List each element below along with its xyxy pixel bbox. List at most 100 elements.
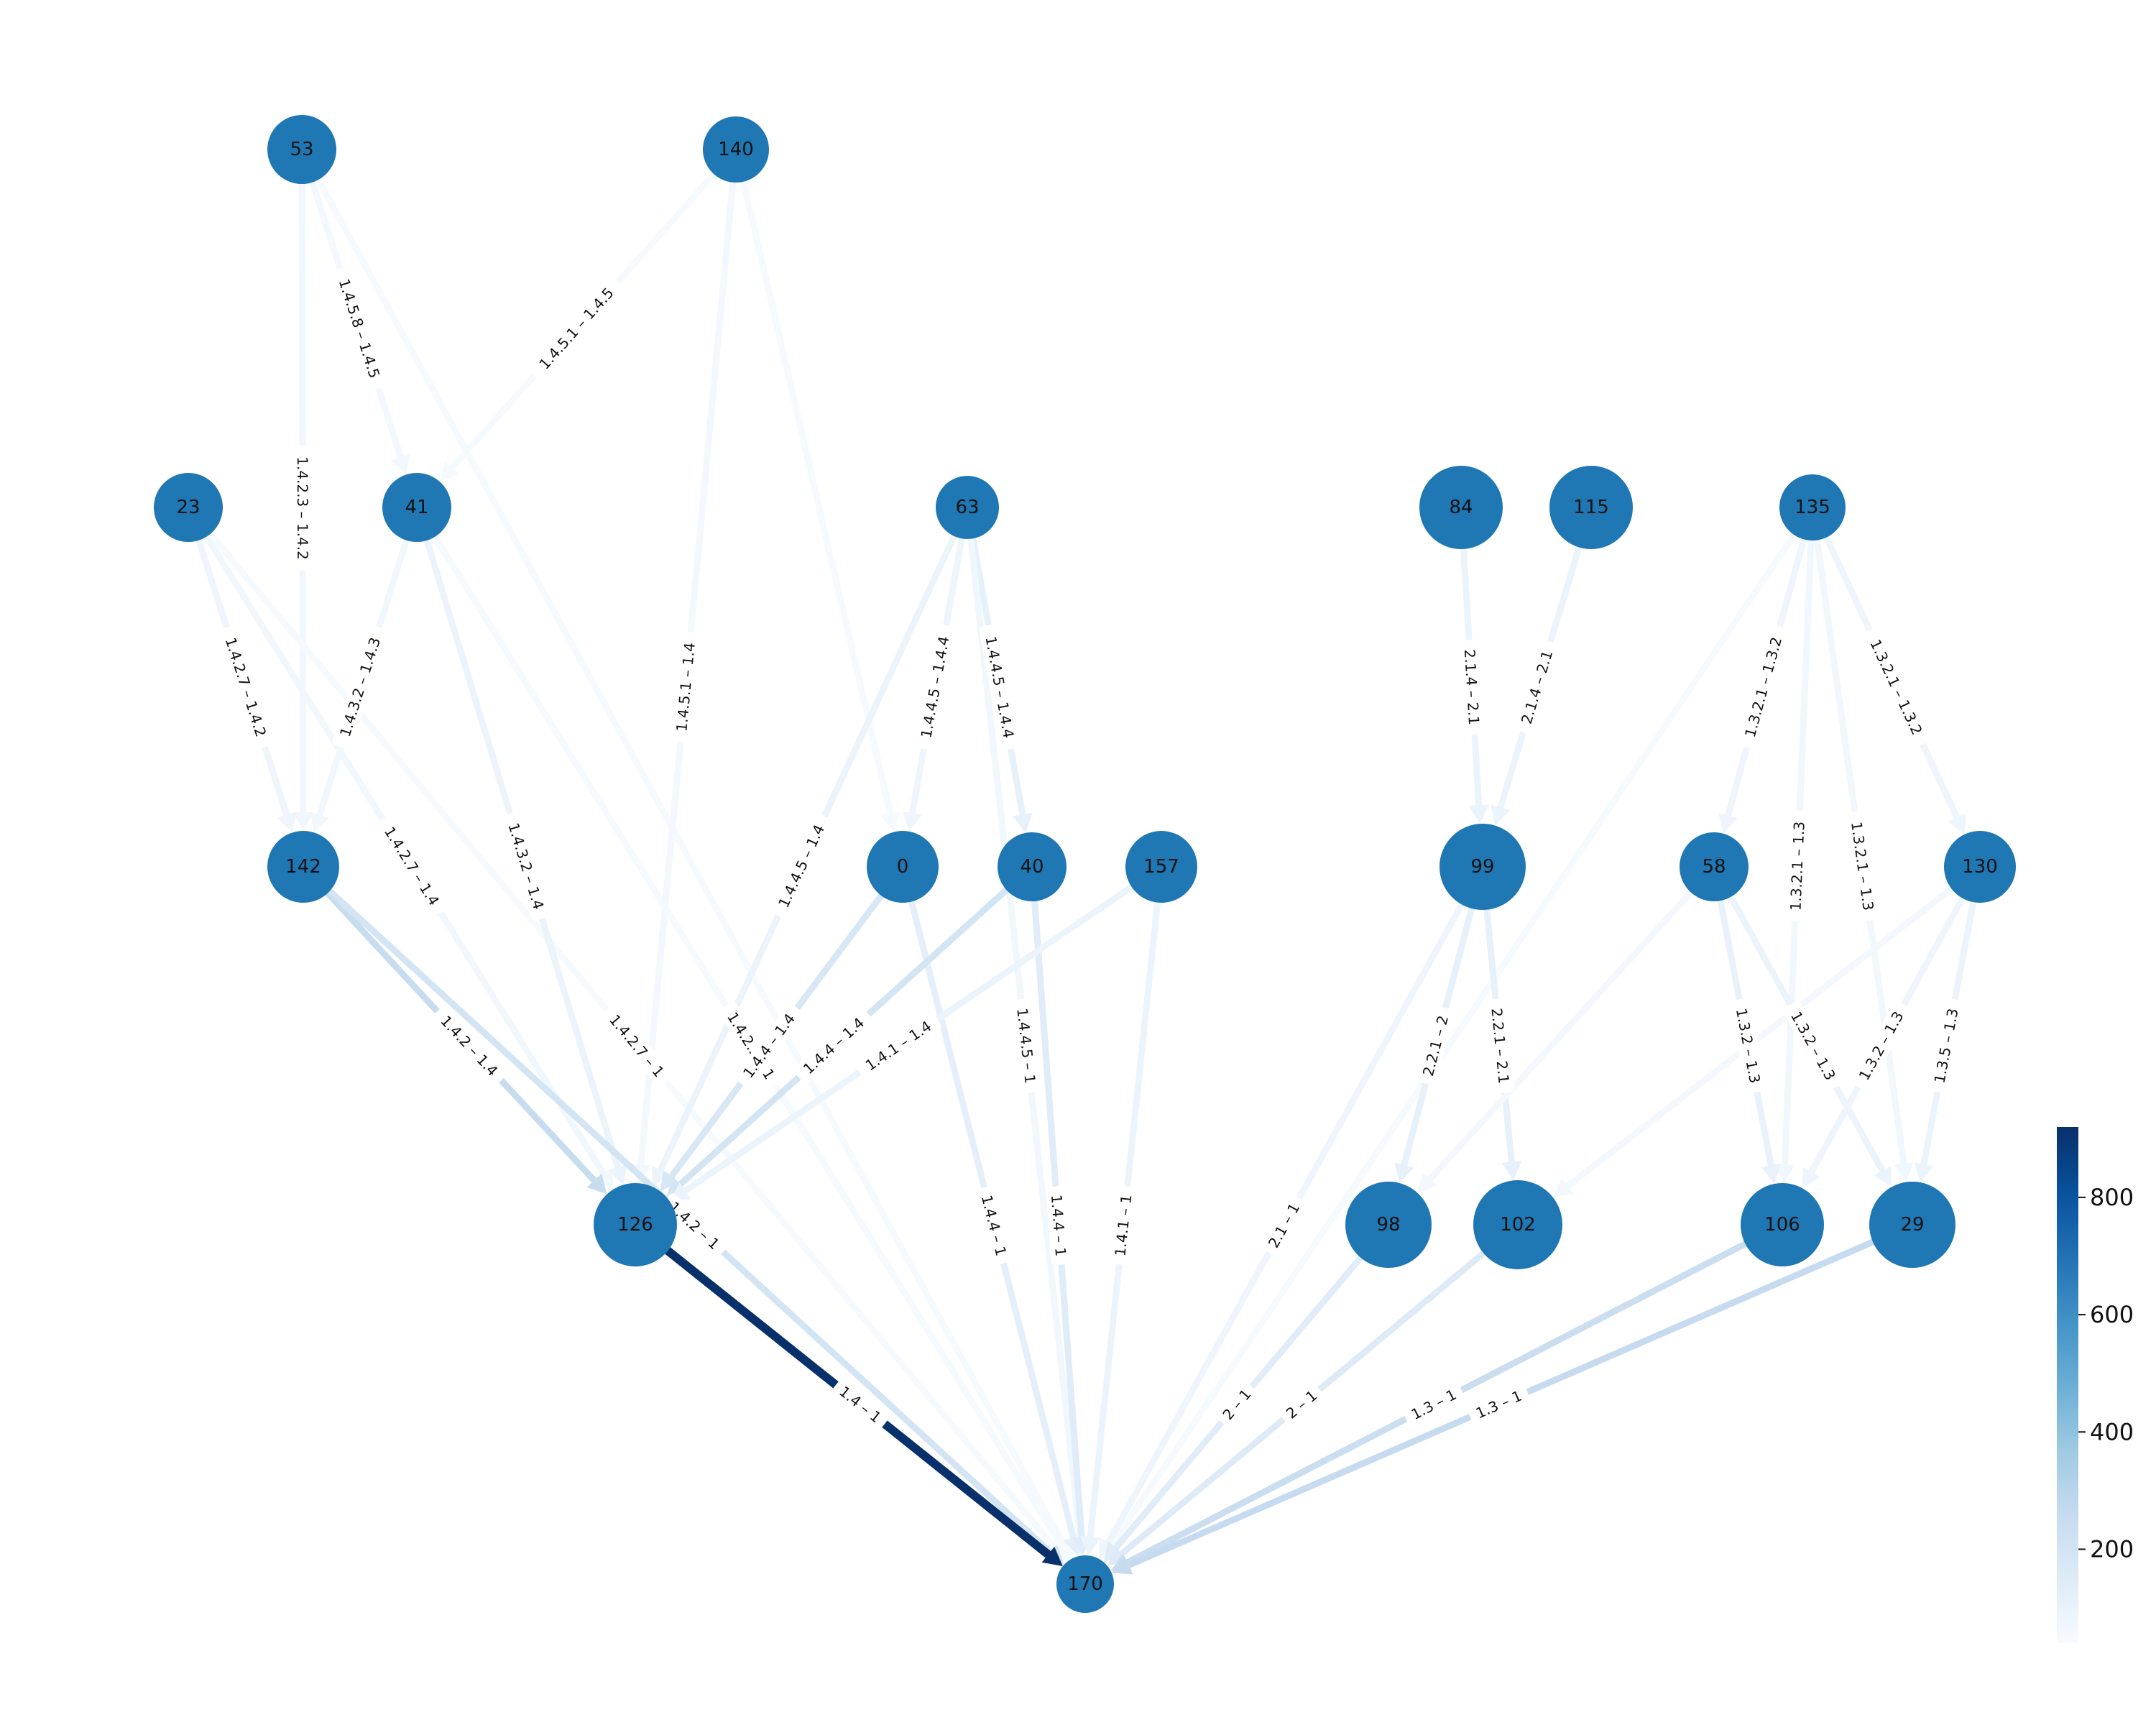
edge-label-background bbox=[331, 266, 387, 391]
edge-label-text: 2.1.4 – 2.1 bbox=[1518, 648, 1556, 726]
node-label: 53 bbox=[290, 139, 313, 160]
edge-arrowhead-135-106 bbox=[1774, 1164, 1795, 1184]
edge-label-background bbox=[1785, 811, 1810, 921]
node-label: 40 bbox=[1020, 856, 1044, 878]
edge-label-background bbox=[600, 1005, 673, 1087]
edge-label-text: 1.4.1 – 1.4 bbox=[862, 1017, 935, 1074]
edge-label-background bbox=[1730, 998, 1766, 1093]
edge-arrowhead-140-0 bbox=[880, 811, 900, 832]
edge-label-63-170: 1.4.4.5 – 1 bbox=[1011, 998, 1041, 1094]
edge-label-135-58: 1.3.2.1 – 1.3.2 bbox=[1738, 625, 1789, 750]
edge-arrowhead-135-58 bbox=[1718, 812, 1738, 834]
edge-label-background bbox=[1467, 1384, 1531, 1425]
edge-arrowhead-126-170 bbox=[1041, 1546, 1063, 1567]
edge-label-99-102: 2.2.1 – 2.1 bbox=[1485, 998, 1515, 1093]
node-29: 29 bbox=[1869, 1182, 1955, 1268]
node-53: 53 bbox=[267, 115, 336, 184]
node-label: 135 bbox=[1795, 497, 1830, 518]
node-label: 106 bbox=[1764, 1214, 1800, 1236]
edge-label-23-170: 1.4.2.7 – 1 bbox=[600, 1005, 673, 1087]
edge-label-background bbox=[332, 625, 388, 750]
edge-arrowhead-29-170 bbox=[1111, 1555, 1133, 1575]
edge-label-text: 1.3 – 1 bbox=[1473, 1387, 1524, 1422]
edge-label-background bbox=[1845, 811, 1880, 921]
edge-label-background bbox=[660, 1193, 729, 1258]
edge-arrowhead-53-41 bbox=[391, 454, 410, 475]
node-circle bbox=[154, 473, 223, 542]
edge-label-background bbox=[979, 624, 1021, 750]
node-40: 40 bbox=[998, 832, 1067, 901]
edge-arrowhead-58-98 bbox=[1417, 1172, 1438, 1193]
edge-arrowhead-63-0 bbox=[902, 811, 923, 832]
edge-label-text: 1.3.2.1 – 1.3.2 bbox=[1866, 637, 1925, 737]
node-circle bbox=[1779, 474, 1846, 540]
edge-label-text: 1.4.4 – 1 bbox=[978, 1193, 1010, 1258]
edge-label-53-41: 1.4.5.8 – 1.4.5 bbox=[331, 266, 387, 391]
node-label: 102 bbox=[1500, 1214, 1536, 1236]
edge-label-text: 1.3.2.1 – 1.3 bbox=[1787, 821, 1807, 911]
edge-arrowhead-58-29 bbox=[1874, 1165, 1892, 1187]
edge-arrowhead-115-99 bbox=[1491, 804, 1511, 826]
edge-label-background bbox=[855, 1012, 941, 1080]
edge-label-53-142: 1.4.2.3 – 1.4.2 bbox=[292, 445, 313, 571]
edge-label-99-170: 2.1 – 1 bbox=[1261, 1195, 1307, 1256]
edge-label-background bbox=[1261, 1195, 1307, 1256]
edge-label-text: 1.3.2 – 1.3 bbox=[1733, 1007, 1764, 1085]
edge-arrowhead-140-41 bbox=[439, 461, 460, 482]
node-label: 170 bbox=[1067, 1573, 1103, 1595]
edge-label-background bbox=[1011, 998, 1041, 1094]
edge-label-135-130: 1.3.2.1 – 1.3.2 bbox=[1861, 627, 1931, 748]
node-84: 84 bbox=[1419, 466, 1503, 549]
node-label: 58 bbox=[1702, 856, 1726, 878]
edge-label-text: 1.3.2 – 1.3 bbox=[1787, 1008, 1839, 1083]
node-label: 140 bbox=[718, 139, 754, 160]
edge-label-background bbox=[1215, 1381, 1258, 1427]
edge-arrowhead-135-29 bbox=[1894, 1162, 1915, 1182]
node-circle bbox=[703, 116, 769, 183]
node-0: 0 bbox=[867, 831, 939, 903]
node-label: 157 bbox=[1143, 856, 1179, 878]
edge-arrowhead-63-40 bbox=[1013, 812, 1033, 833]
edge-label-background bbox=[1279, 1383, 1325, 1426]
node-circle bbox=[594, 1183, 677, 1266]
edge-arrowhead-41-142 bbox=[310, 811, 330, 833]
edge-label-29-170: 1.3 – 1 bbox=[1467, 1384, 1531, 1425]
node-circle bbox=[867, 831, 939, 903]
edge-label-text: 1.3.2.1 – 1.3 bbox=[1848, 821, 1877, 912]
node-142: 142 bbox=[267, 831, 339, 903]
node-circle bbox=[1741, 1183, 1824, 1266]
edge-label-text: 1.4.3.2 – 1.4.3 bbox=[336, 635, 384, 739]
node-label: 115 bbox=[1573, 497, 1609, 518]
edge-label-text: 1.4.4.5 – 1.4.4 bbox=[917, 635, 952, 740]
edge-label-background bbox=[671, 632, 701, 742]
edge-label-102-170: 2 – 1 bbox=[1279, 1383, 1325, 1426]
edge-label-background bbox=[793, 1008, 874, 1083]
node-label: 99 bbox=[1470, 856, 1494, 878]
edge-label-text: 1.4.2.3 – 1.4.2 bbox=[294, 456, 311, 560]
edge-label-126-170: 1.4 – 1 bbox=[831, 1379, 890, 1430]
node-99: 99 bbox=[1439, 824, 1526, 910]
edge-label-background bbox=[218, 625, 274, 750]
node-140: 140 bbox=[703, 116, 769, 183]
edge-label-text: 1.3.5 – 1.3 bbox=[1930, 1007, 1961, 1085]
colorbar-gradient bbox=[2057, 1127, 2078, 1643]
edge-label-background bbox=[1046, 1186, 1072, 1265]
edge-53-170 bbox=[315, 176, 1066, 1546]
edge-arrowhead-0-126 bbox=[660, 1170, 680, 1192]
edge-label-background bbox=[1861, 627, 1931, 748]
node-126: 126 bbox=[594, 1183, 677, 1266]
edge-arrowhead-99-98 bbox=[1394, 1162, 1414, 1183]
edge-label-41-126: 1.4.3.2 – 1.4 bbox=[501, 811, 551, 921]
edge-label-background bbox=[292, 445, 313, 571]
node-102: 102 bbox=[1473, 1180, 1562, 1269]
edge-label-63-126: 1.4.4.5 – 1.4 bbox=[770, 813, 832, 919]
node-label: 23 bbox=[176, 497, 200, 518]
colorbar-tick-label: 400 bbox=[2090, 1418, 2134, 1445]
edge-label-background bbox=[1851, 1001, 1912, 1090]
node-115: 115 bbox=[1549, 466, 1633, 549]
node-label: 84 bbox=[1449, 497, 1473, 518]
edge-arrowhead-23-126 bbox=[594, 1168, 614, 1190]
node-58: 58 bbox=[1680, 832, 1749, 901]
node-41: 41 bbox=[382, 473, 451, 542]
